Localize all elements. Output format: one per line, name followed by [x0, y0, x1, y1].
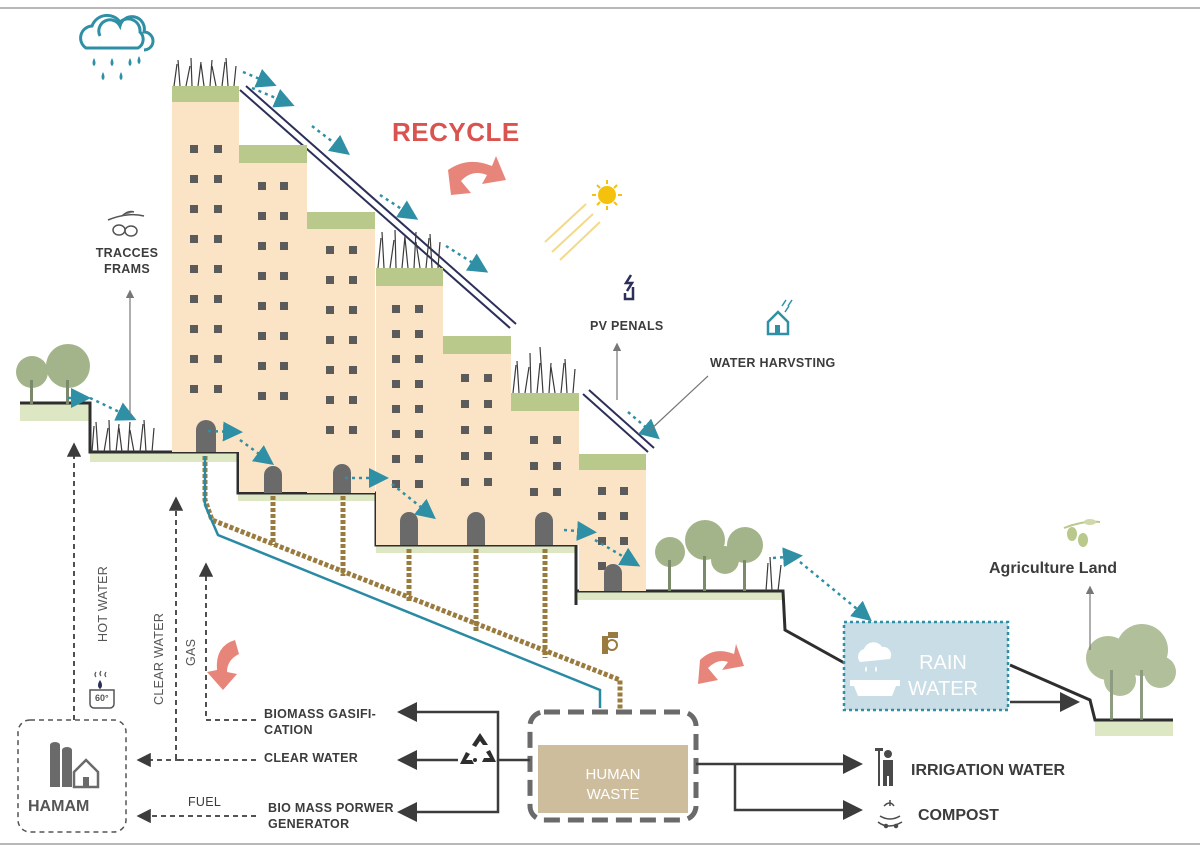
agriculture-land-label: Agriculture Land: [989, 560, 1118, 577]
tree-right: [1086, 624, 1176, 720]
human-waste-tank: [527, 709, 699, 823]
sun-icon: [544, 180, 622, 261]
flow-arrows: [397, 692, 1080, 822]
hot-water-label: HOT WATER: [96, 565, 110, 642]
recycle-title: RECYCLE: [392, 117, 520, 147]
doors: [196, 420, 622, 591]
olive-branch-icon: [107, 210, 145, 237]
callout-lines: [125, 289, 1095, 650]
tree-left: [16, 344, 90, 404]
trees: [16, 344, 1176, 720]
human-waste-line-2: WASTE: [586, 786, 640, 803]
rain-water-line-2: WATER: [908, 678, 978, 700]
runoff-arrows: [68, 69, 872, 622]
rain-water-line-1: RAIN: [919, 652, 967, 674]
buildings: [172, 86, 646, 591]
tracces-frams-line-1: TRACCES: [95, 246, 159, 260]
biomass-gasification-line-1: BIOMASS GASIFI-: [264, 707, 377, 721]
human-waste-line-1: HUMAN: [585, 766, 641, 783]
temperature-label: 60°: [95, 693, 109, 703]
rain-cloud-icon: [79, 13, 155, 80]
compost-label: COMPOST: [918, 807, 999, 824]
drainage-pipes: [202, 456, 623, 710]
recycle-arrow-left: [207, 640, 239, 690]
tracces-frams-label: TRACCES FRAMS: [92, 245, 162, 277]
gas-label: GAS: [184, 638, 198, 666]
clear-water-vertical-label: CLEAR WATER: [152, 612, 166, 705]
windows: [190, 145, 628, 570]
building-1: [172, 86, 239, 452]
farmer-icon: [875, 748, 893, 786]
bathtub-rain-icon: [850, 642, 900, 696]
recycle-arrows: [207, 156, 744, 690]
dashed-arrows: [66, 442, 256, 824]
water-harvsting-label: WATER HARVSTING: [710, 356, 836, 370]
pv-penals-label: PV PENALS: [590, 319, 664, 333]
building-2: [239, 145, 307, 492]
hot-water-tub-icon: [89, 670, 115, 709]
building-4: [376, 268, 443, 545]
compost-hands-icon: [877, 800, 903, 829]
tree-mid: [655, 520, 763, 591]
hamam-building-icon: [50, 742, 100, 789]
roof-vegetation: [91, 57, 782, 592]
bio-mass-generator-line-2: GENERATOR: [268, 817, 350, 831]
recycle-arrow-right: [698, 644, 744, 684]
bio-mass-generator-label: BIO MASS PORWER GENERATOR: [268, 800, 394, 832]
human-waste-label: HUMAN WASTE: [538, 765, 688, 805]
biomass-gasification-label: BIOMASS GASIFI- CATION: [264, 706, 376, 738]
recycle-arrow-top: [448, 156, 506, 195]
bottom-border: [0, 843, 1200, 845]
top-border: [0, 7, 1200, 9]
clear-water-label: CLEAR WATER: [264, 751, 359, 765]
house-rain-icon: [766, 299, 793, 336]
electricity-plug-icon: [623, 274, 635, 301]
olive-branch-icon-agri: [1063, 519, 1101, 547]
tracces-frams-line-2: FRAMS: [104, 262, 150, 276]
hamam-label: HAMAM: [28, 798, 90, 815]
recycle-icon: [460, 733, 496, 764]
building-5: [443, 336, 511, 545]
valve-icon: [602, 632, 618, 654]
building-3: [307, 212, 375, 493]
fuel-label: FUEL: [188, 795, 222, 809]
biomass-gasification-line-2: CATION: [264, 723, 313, 737]
bio-mass-generator-line-1: BIO MASS PORWER: [268, 801, 394, 815]
irrigation-water-label: IRRIGATION WATER: [911, 762, 1066, 779]
rain-water-label: RAIN WATER: [908, 650, 978, 702]
